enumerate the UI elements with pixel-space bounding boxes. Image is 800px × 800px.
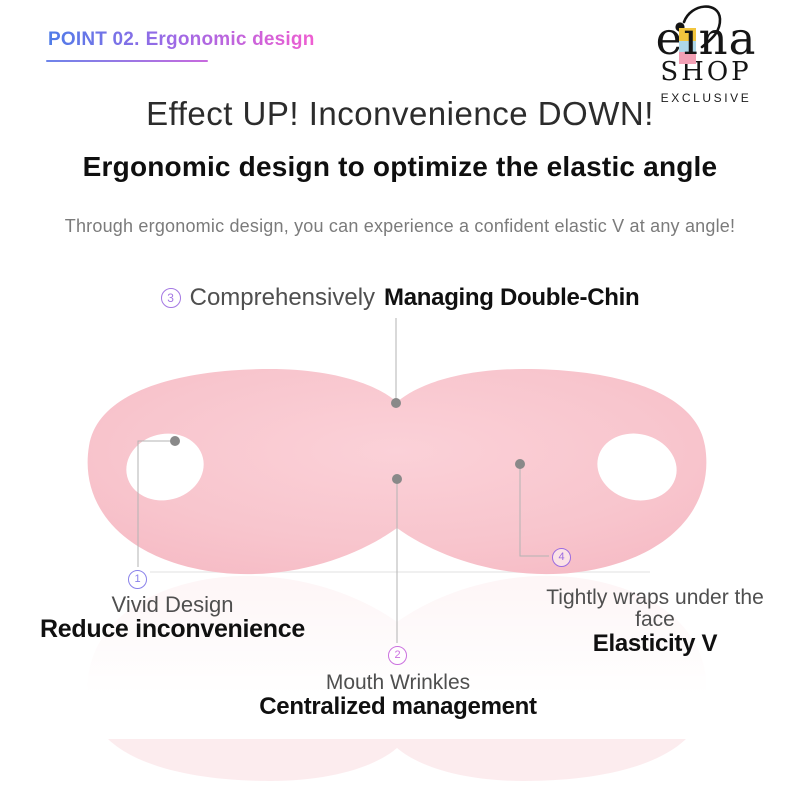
callout-3-plain: Comprehensively — [189, 284, 376, 311]
brand-letters-na: na — [698, 12, 757, 65]
leader-line-1 — [137, 440, 175, 567]
logo-shop-text: SHOP — [660, 57, 752, 87]
marker-dot-top — [391, 398, 401, 408]
callout-2-bold: Centralized management — [259, 693, 537, 721]
number-badge-1: 1 — [128, 570, 147, 589]
callout-2: Mouth Wrinkles Centralized management — [228, 671, 568, 721]
point-header-underline — [46, 60, 208, 62]
callout-1-bold: Reduce inconvenience — [40, 615, 305, 644]
description: Through ergonomic design, you can experi… — [64, 216, 736, 236]
callout-1-plain: Vivid Design — [111, 592, 234, 617]
callout-2-plain: Mouth Wrinkles — [325, 671, 471, 694]
subheadline: Ergonomic design to optimize the elastic… — [82, 151, 718, 182]
number-badge-4: 4 — [552, 548, 571, 567]
callout-3-bold: Managing Double-Chin — [384, 284, 640, 311]
headline: Effect UP! Inconvenience DOWN! — [146, 95, 654, 132]
callout-1: Vivid Design Reduce inconvenience — [0, 593, 345, 643]
mask-shape — [87, 369, 707, 575]
leader-line-4 — [519, 466, 549, 557]
callout-4: Tightly wraps under the face Elasticity … — [540, 586, 770, 658]
callout-4-plain: Tightly wraps under the face — [546, 586, 764, 632]
marker-dot-center — [392, 474, 402, 484]
number-badge-2: 2 — [388, 646, 407, 665]
marker-dot-left — [170, 436, 180, 446]
ear-hole-right — [597, 433, 677, 501]
brand-letter-i: ı — [679, 16, 698, 64]
ear-hole-left — [126, 433, 204, 501]
marker-dot-right — [515, 459, 525, 469]
logo-exclusive-text: EXCLUSIVE — [660, 90, 752, 105]
callout-4-bold: Elasticity V — [592, 630, 718, 658]
callout-3: 3 Comprehensively Managing Double-Chin — [0, 284, 800, 312]
number-badge-3: 3 — [160, 288, 181, 308]
